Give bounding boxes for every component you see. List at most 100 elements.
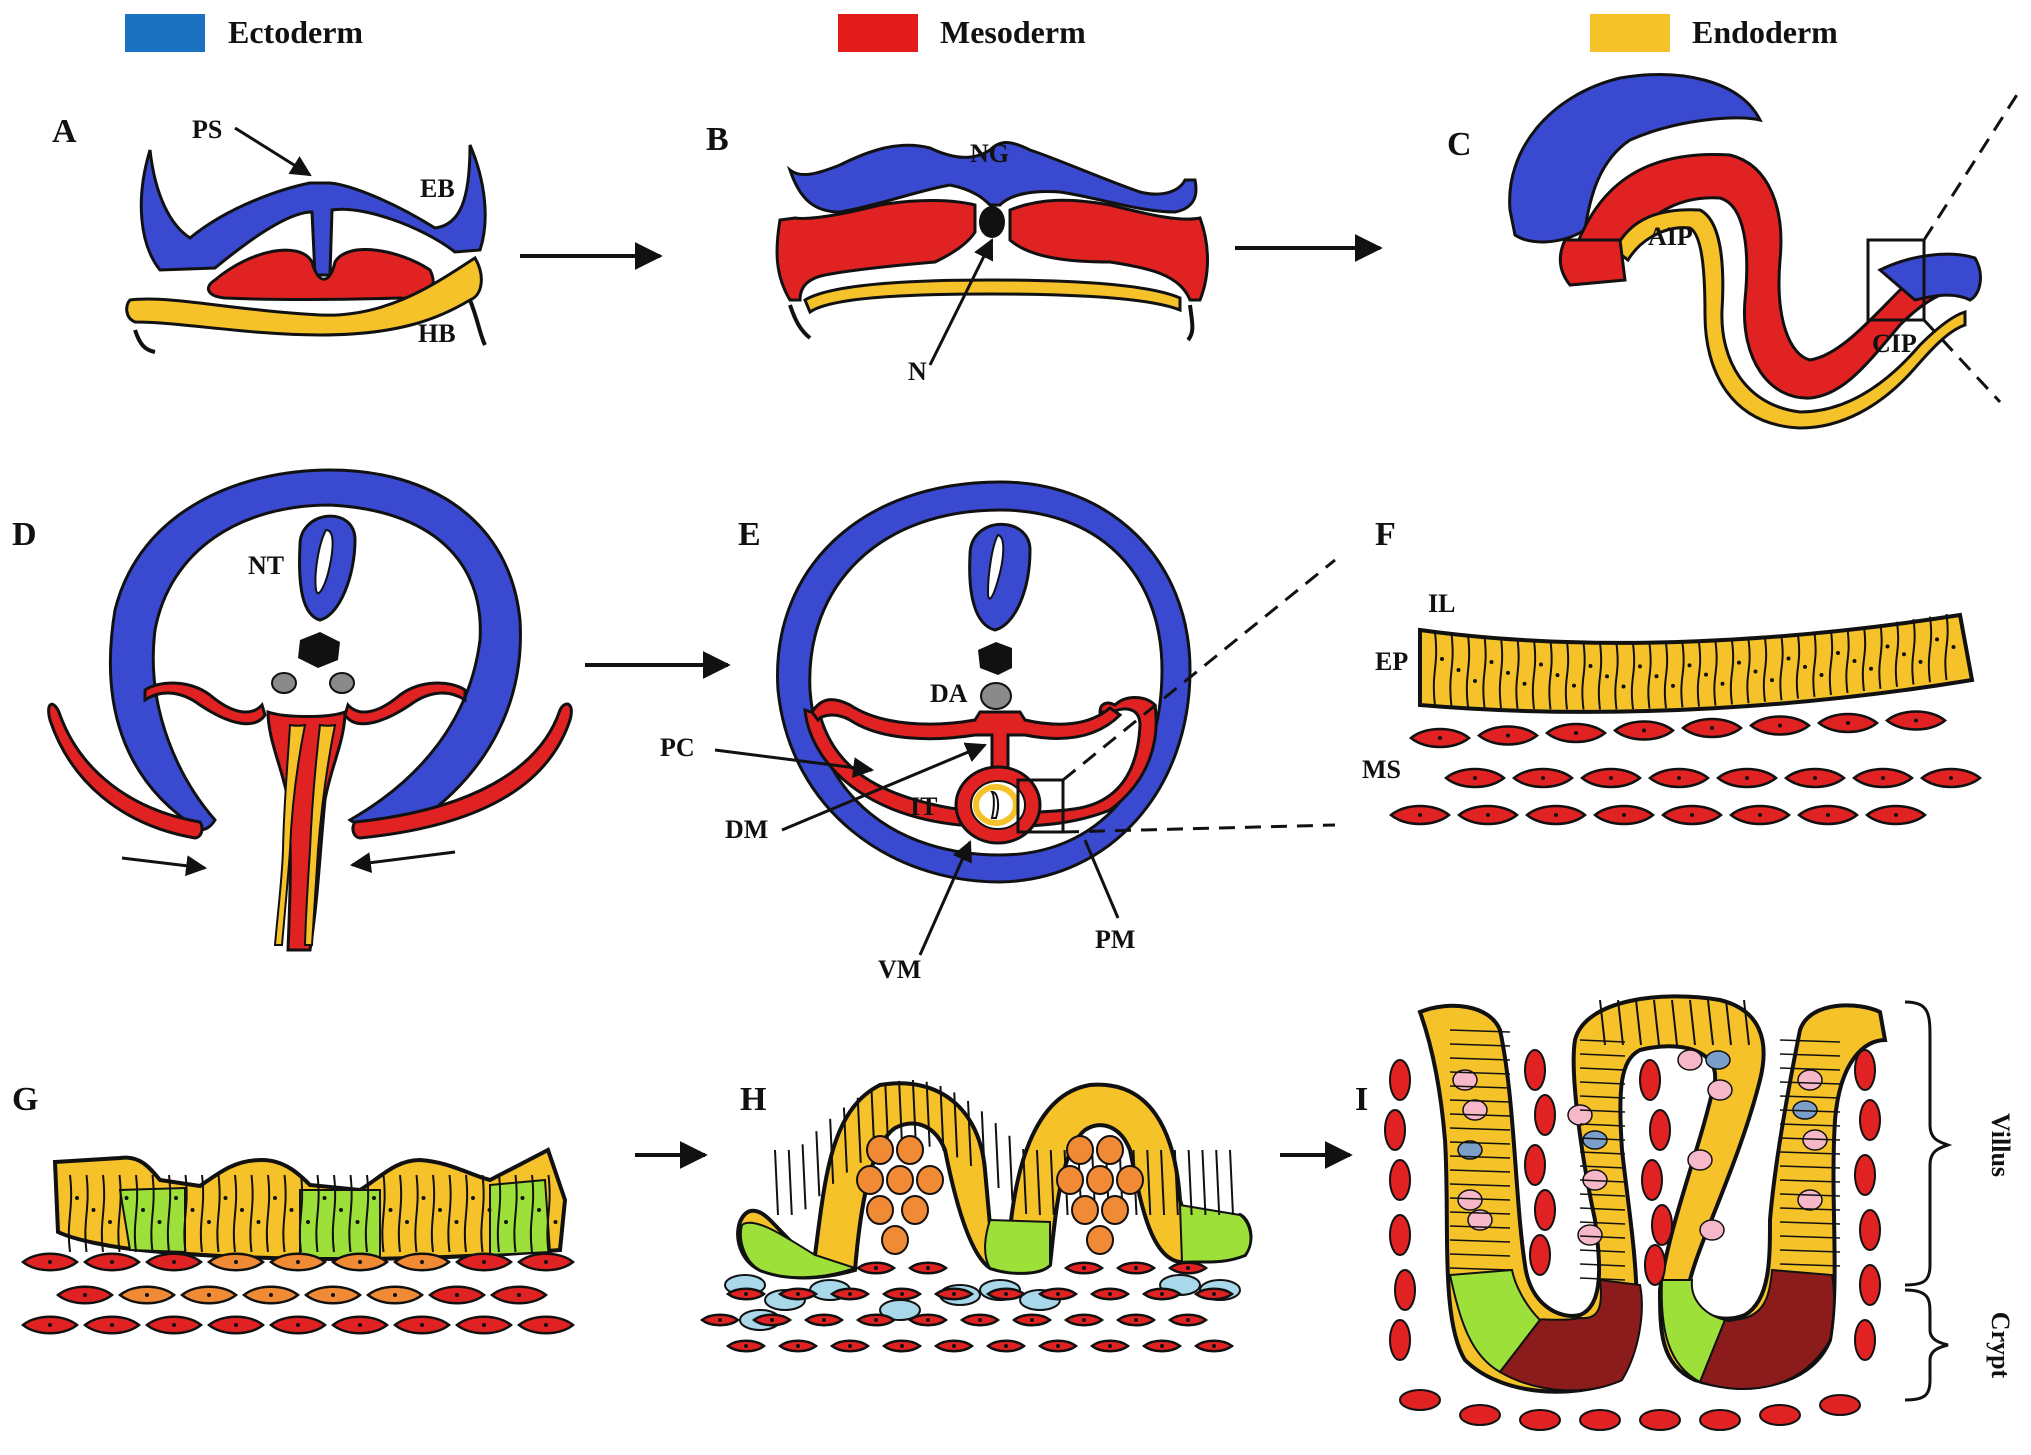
panel-letter-a: A [52,113,77,150]
cell-nucleus [234,1260,238,1264]
cell-boundary [787,1149,793,1216]
cell-nucleus [234,1323,238,1327]
cell-nucleus [223,1196,228,1200]
cell-boundary [1779,1137,1841,1141]
cell-nucleus [1826,813,1830,817]
cell-nucleus [289,1208,294,1212]
cell-nucleus [1753,669,1758,674]
cell-boundary [1579,1221,1626,1225]
cell-boundary [1146,1149,1152,1216]
cell-boundary [1599,999,1606,1046]
cell-nucleus [421,1196,426,1200]
label-dm: DM [725,815,768,844]
cell-boundary [1779,1235,1841,1239]
cell-nucleus [1438,736,1442,740]
villus-core-cell [1056,1165,1084,1195]
mesoderm-gut-wall [143,681,467,726]
cell-boundary [801,1144,807,1210]
cell-nucleus [372,1196,376,1200]
cell-nucleus [796,1292,800,1296]
cell-nucleus [1108,1292,1112,1296]
cell-boundary [967,1100,973,1167]
cell-nucleus [553,1220,558,1224]
cell-nucleus [1056,1292,1060,1296]
epithelial-cell-boundaries [1432,613,1956,710]
cell-nucleus [874,1318,878,1322]
cell-nucleus [1914,718,1918,723]
cell-nucleus [174,1196,178,1200]
legend-swatch-endoderm [1590,14,1670,52]
cell-nucleus [1869,666,1873,671]
cell-boundary [774,1149,779,1216]
cell-boundary [232,1174,238,1253]
cell-boundary [1663,643,1669,709]
cell-nucleus [1846,721,1850,725]
mesenchyme-cell [1859,1264,1881,1306]
mesenchyme-cell [1859,1209,1881,1251]
cell-boundary [1671,999,1678,1046]
panel-letter-h: H [740,1081,766,1118]
cell-boundary [1579,1039,1626,1043]
cell-nucleus [822,1318,826,1322]
cell-boundary [480,1174,485,1253]
goblet-cell [1467,1209,1493,1231]
cell-boundary [1729,640,1735,705]
cell-boundary [1022,1148,1028,1215]
legend-label-mesoderm: Mesoderm [940,14,1086,50]
crypt-base-left [1498,1278,1643,1392]
cell-nucleus [256,1220,261,1224]
cell-boundary [1696,642,1702,707]
cell-nucleus [1671,683,1675,688]
cell-boundary [1449,1225,1511,1229]
cell-nucleus [1456,668,1461,673]
label-ep: EP [1375,647,1408,676]
cell-boundary [117,1174,122,1253]
villus-core-cell [886,1165,914,1195]
cell-boundary [364,1174,370,1253]
cell-boundary [1845,628,1850,694]
cell-nucleus [517,1293,521,1297]
cell-boundary [1689,999,1696,1046]
mesenchyme-cell [1529,1234,1551,1276]
cell-boundary [1713,641,1718,706]
gut-tube-endoderm [273,723,337,946]
cell-nucleus [1935,637,1939,642]
cell-boundary [183,1174,188,1253]
cell-nucleus [339,1208,343,1212]
cell-boundary [1579,1109,1626,1113]
cell-boundary [1779,1207,1841,1211]
mesenchyme-cell [1759,1404,1801,1426]
label-crypt: Crypt [1986,1312,2015,1379]
cell-nucleus [1541,776,1545,780]
label-pm: PM [1095,925,1135,954]
cell-nucleus [108,1220,112,1224]
cell-boundary [298,1174,304,1253]
cell-boundary [1531,639,1537,710]
cell-nucleus [438,1208,442,1212]
ectoderm-tail [1877,252,1982,302]
cell-boundary [1049,1149,1055,1216]
cell-nucleus [1555,673,1560,678]
enteroendocrine-cell [1582,1130,1608,1150]
notochord [978,642,1012,675]
cell-boundary [529,1174,535,1253]
panel-f: F IL EP MS [1362,516,1982,826]
cell-boundary [1812,633,1817,697]
cell-nucleus [1918,659,1923,664]
cell-nucleus [145,1293,149,1297]
cell-nucleus [269,1293,273,1297]
cell-boundary [842,1107,848,1173]
villus-core-cell [1086,1165,1114,1195]
cell-nucleus [1949,776,1953,780]
legend-swatch-mesoderm [838,14,918,52]
cell-nucleus [770,1318,774,1322]
mesenchyme-cell [1649,1109,1671,1151]
cell-boundary [1173,1149,1179,1216]
cell-nucleus [796,1344,800,1348]
cell-nucleus [393,1293,397,1297]
cell-boundary [1449,1155,1511,1159]
villus-core-cell [916,1165,944,1195]
goblet-cell [1577,1224,1603,1246]
cell-nucleus [141,1208,145,1212]
cell-nucleus [1212,1344,1216,1348]
